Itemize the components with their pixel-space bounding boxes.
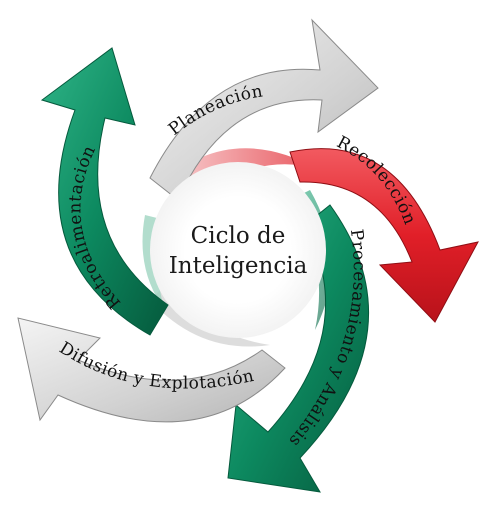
center-title-line1: Ciclo de [191,223,286,249]
stage-arrow-recoleccion [289,148,479,323]
center-title-line2: Inteligencia [169,253,308,279]
center-disc [150,162,326,338]
stage-arrow-retroalimentacion [40,47,169,336]
stage-arrow-difusion [17,317,286,423]
stage-arrow-procesamiento [227,204,370,493]
stage-arrow-planeacion [149,18,379,201]
